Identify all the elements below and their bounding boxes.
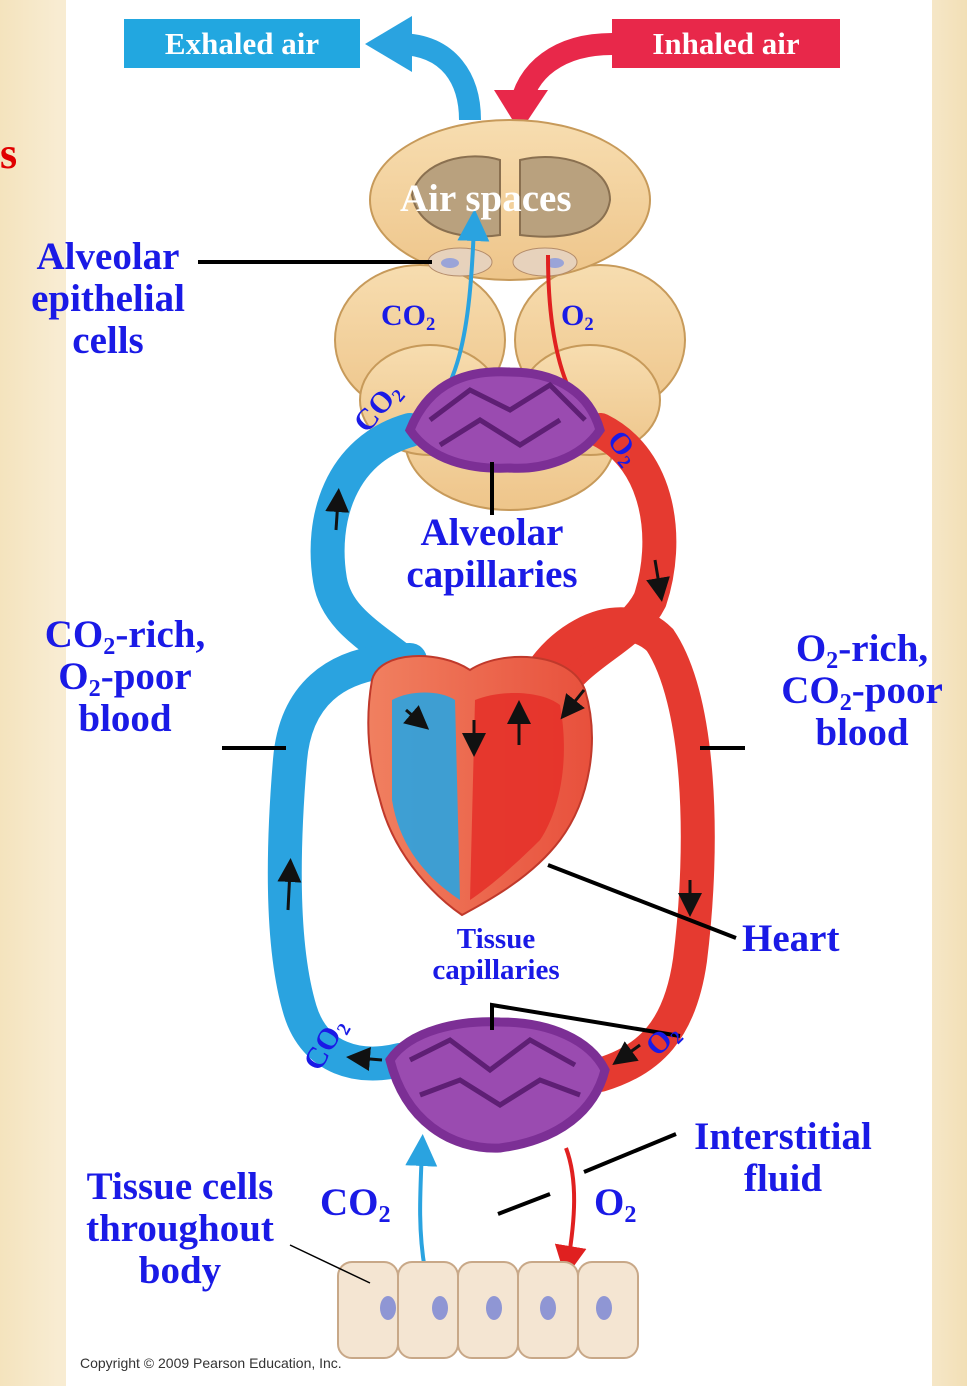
alveolar-capillary-bed	[410, 372, 600, 468]
o2-tissue-path	[566, 1148, 574, 1262]
label-line: Alveolar	[378, 512, 606, 554]
label-line: O2-poor	[18, 656, 232, 698]
label-line: capillaries	[378, 554, 606, 596]
tissue-capillaries-label: Tissue capillaries	[410, 924, 582, 987]
alveolar-capillaries-label: Alveolar capillaries	[378, 512, 606, 596]
label-text: -poor	[852, 669, 943, 712]
o2-lung-label: O2	[561, 300, 594, 332]
label-text: -rich,	[838, 627, 928, 670]
exhaled-arrowhead	[365, 16, 412, 72]
o2-text: O	[796, 627, 826, 670]
label-line: Interstitial	[672, 1116, 894, 1158]
heart-label: Heart	[742, 918, 839, 960]
label-line: blood	[18, 698, 232, 740]
copyright-notice: Copyright © 2009 Pearson Education, Inc.	[80, 1355, 342, 1371]
epithelial-cell	[513, 248, 577, 276]
exhaled-air-label: Exhaled air	[124, 19, 360, 68]
tissue-capillary-bed	[390, 1022, 605, 1148]
subscript: 2	[624, 1201, 636, 1228]
label-line: O2-rich,	[757, 628, 967, 670]
label-line: CO2-poor	[757, 670, 967, 712]
o2-text: O	[594, 1181, 624, 1224]
label-line: blood	[757, 712, 967, 754]
co2-text: CO	[320, 1181, 379, 1224]
subscript: 2	[584, 314, 593, 335]
label-line: capillaries	[410, 955, 582, 986]
label-line: Tissue cells	[62, 1166, 298, 1208]
epithelial-nucleus	[441, 258, 459, 268]
co2-tissue-label: CO2	[320, 1182, 391, 1224]
alveolar-epithelial-label: Alveolar epithelial cells	[2, 236, 214, 362]
label-line: CO2-rich,	[18, 614, 232, 656]
label-line: Alveolar	[2, 236, 214, 278]
label-line: cells	[2, 320, 214, 362]
subscript: 2	[426, 314, 435, 335]
label-text: -rich,	[115, 613, 205, 656]
label-line: body	[62, 1250, 298, 1292]
subscript: 2	[379, 1201, 391, 1228]
interstitial-fluid-label: Interstitial fluid	[672, 1116, 894, 1200]
o2-text: O	[58, 655, 88, 698]
right-heart-chambers	[392, 693, 460, 901]
o2-text: O	[561, 299, 584, 332]
co2-lung-label: CO2	[381, 300, 435, 332]
co2-text: CO	[781, 669, 840, 712]
co2-rich-blood-label: CO2-rich, O2-poor blood	[18, 614, 232, 740]
label-line: epithelial	[2, 278, 214, 320]
label-line: throughout	[62, 1208, 298, 1250]
air-spaces-label: Air spaces	[400, 178, 572, 220]
co2-tissue-path	[420, 1150, 425, 1270]
co2-text: CO	[381, 299, 426, 332]
o2-tissue-label: O2	[594, 1182, 636, 1224]
label-text: -poor	[101, 655, 192, 698]
label-line: Tissue	[410, 924, 582, 955]
o2-rich-blood-label: O2-rich, CO2-poor blood	[757, 628, 967, 754]
label-line: fluid	[672, 1158, 894, 1200]
tissue-cells-label: Tissue cells throughout body	[62, 1166, 298, 1292]
epithelial-cell	[428, 248, 492, 276]
co2-text: CO	[45, 613, 104, 656]
inhaled-air-label: Inhaled air	[612, 19, 840, 68]
